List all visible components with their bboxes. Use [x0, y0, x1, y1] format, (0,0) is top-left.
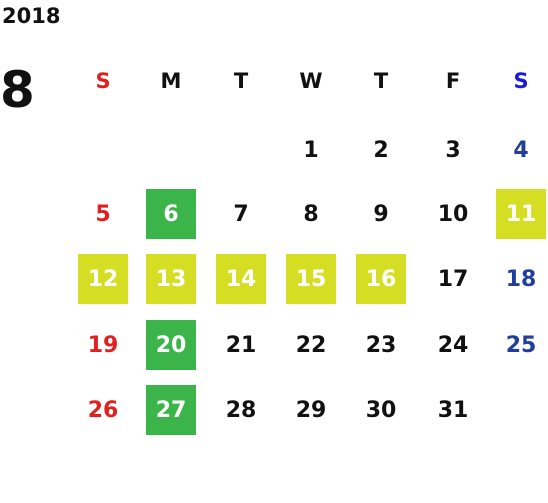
day-cell-15[interactable]: 15	[286, 254, 336, 304]
day-cell-27[interactable]: 27	[146, 385, 196, 435]
day-cell-18[interactable]: 18	[505, 266, 537, 292]
day-cell-8[interactable]: 8	[303, 201, 319, 227]
day-cell-20[interactable]: 20	[146, 320, 196, 370]
weekday-header: F	[445, 69, 461, 93]
weekday-header: S	[513, 69, 529, 93]
day-cell-23[interactable]: 23	[365, 332, 397, 358]
day-cell-2[interactable]: 2	[373, 137, 389, 163]
day-cell-30[interactable]: 30	[365, 397, 397, 423]
year-label: 2018	[2, 4, 61, 28]
day-cell-19[interactable]: 19	[87, 332, 119, 358]
day-cell-10[interactable]: 10	[437, 201, 469, 227]
day-cell-28[interactable]: 28	[225, 397, 257, 423]
weekday-header: S	[95, 69, 111, 93]
day-cell-11[interactable]: 11	[496, 189, 546, 239]
day-cell-26[interactable]: 26	[87, 397, 119, 423]
day-cell-13[interactable]: 13	[146, 254, 196, 304]
day-cell-12[interactable]: 12	[78, 254, 128, 304]
day-cell-7[interactable]: 7	[233, 201, 249, 227]
day-cell-3[interactable]: 3	[445, 137, 461, 163]
day-cell-21[interactable]: 21	[225, 332, 257, 358]
day-cell-4[interactable]: 4	[513, 137, 529, 163]
day-cell-9[interactable]: 9	[373, 201, 389, 227]
day-cell-1[interactable]: 1	[303, 137, 319, 163]
day-cell-17[interactable]: 17	[437, 266, 469, 292]
day-cell-31[interactable]: 31	[437, 397, 469, 423]
weekday-header: T	[373, 69, 389, 93]
day-cell-14[interactable]: 14	[216, 254, 266, 304]
day-cell-25[interactable]: 25	[505, 332, 537, 358]
day-cell-6[interactable]: 6	[146, 189, 196, 239]
month-number: 8	[0, 61, 35, 119]
weekday-header: T	[233, 69, 249, 93]
weekday-header: M	[160, 69, 182, 93]
day-cell-5[interactable]: 5	[95, 201, 111, 227]
day-cell-16[interactable]: 16	[356, 254, 406, 304]
weekday-header: W	[299, 69, 323, 93]
day-cell-29[interactable]: 29	[295, 397, 327, 423]
day-cell-24[interactable]: 24	[437, 332, 469, 358]
day-cell-22[interactable]: 22	[295, 332, 327, 358]
